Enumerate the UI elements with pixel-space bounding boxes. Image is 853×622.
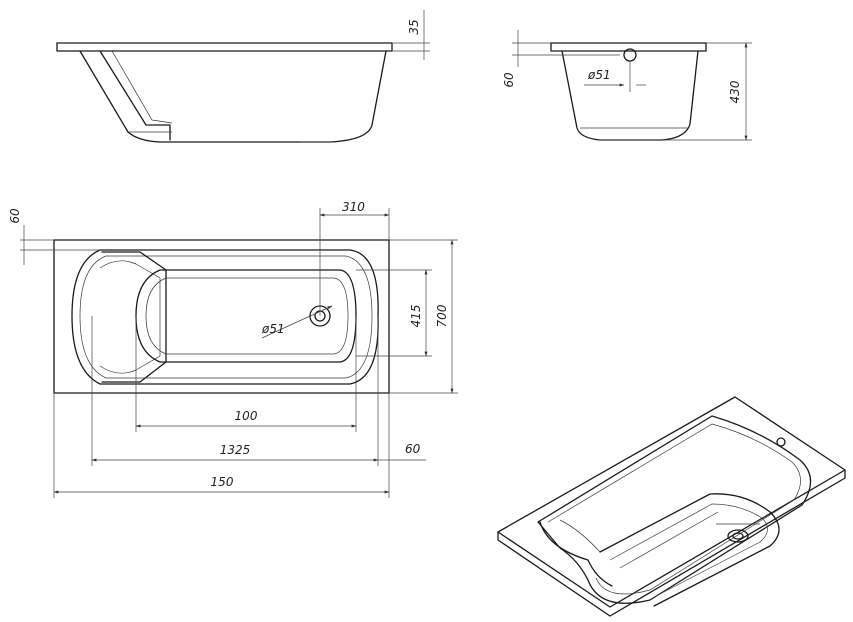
top-view: ø51 310 60 415 700 100 1325 60	[8, 200, 458, 498]
end-height-label: 430	[728, 80, 742, 103]
top-drain-offset-label: 310	[342, 200, 365, 214]
top-length-label: 150	[211, 475, 234, 489]
end-view: ø51 60 430	[502, 30, 752, 141]
top-drain-label: ø51	[261, 322, 285, 336]
side-depth-label: 35	[407, 19, 421, 34]
end-drain-icon	[623, 48, 637, 62]
top-rim-label: 60	[8, 208, 22, 224]
iso-overflow-icon	[776, 437, 786, 447]
isometric-view	[497, 396, 846, 617]
side-view: 35	[56, 10, 430, 143]
top-width-label: 700	[435, 304, 449, 327]
iso-drain-icon	[727, 529, 749, 543]
top-inner-width-label: 415	[409, 305, 423, 328]
top-end-rim-label: 60	[405, 442, 421, 456]
end-rim-label: 60	[502, 72, 516, 88]
top-inner-length-label: 1325	[220, 443, 251, 457]
end-drain-label: ø51	[587, 68, 611, 82]
top-bottom-length-label: 100	[235, 409, 258, 423]
